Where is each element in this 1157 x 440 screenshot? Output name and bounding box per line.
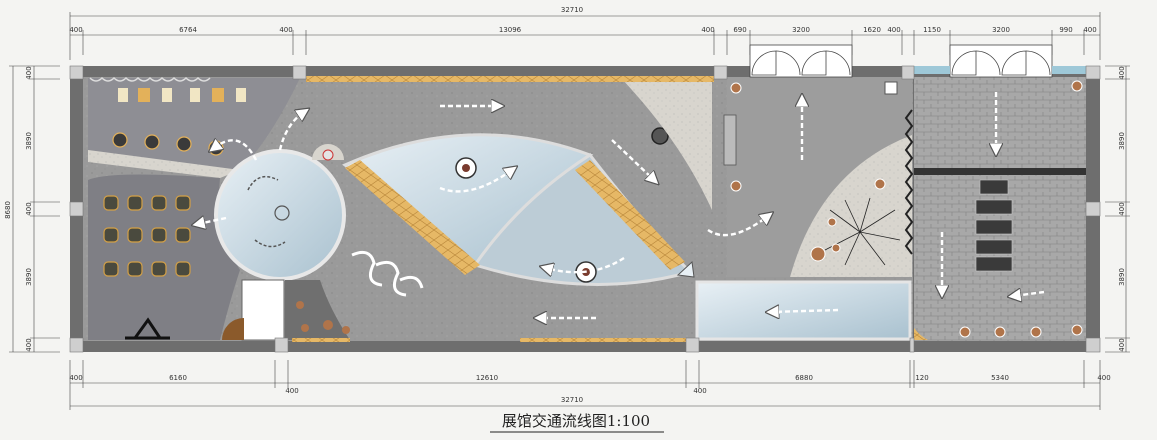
wood-bench-left bbox=[345, 160, 480, 275]
dim-left-2: 400 bbox=[25, 202, 33, 215]
dim-top-5: 690 bbox=[733, 26, 746, 34]
door-arc bbox=[222, 318, 244, 340]
bottom-dimensions bbox=[69, 360, 1101, 410]
right-dimensions bbox=[1105, 65, 1130, 353]
dim-top-10: 3200 bbox=[992, 26, 1010, 34]
dim-bottom-4: 400 bbox=[693, 387, 706, 395]
top-segment-labels: 400 6764 400 13096 400 690 3200 1620 400… bbox=[69, 26, 1096, 34]
dim-left-total: 8680 bbox=[4, 201, 12, 219]
dim-top-2: 400 bbox=[279, 26, 292, 34]
entrance-doors-right bbox=[949, 44, 1053, 78]
cinema-seats bbox=[103, 195, 191, 277]
dim-bottom-3: 12610 bbox=[476, 374, 498, 382]
dim-top-8: 400 bbox=[887, 26, 900, 34]
dim-bottom-0: 400 bbox=[69, 374, 82, 382]
dim-top-3: 13096 bbox=[499, 26, 522, 34]
dim-right-4: 400 bbox=[1118, 338, 1126, 351]
dim-bottom-8: 400 bbox=[1097, 374, 1110, 382]
dim-bottom-1: 6160 bbox=[169, 374, 187, 382]
light-panels bbox=[118, 88, 246, 102]
entrance-doors-left bbox=[749, 44, 853, 78]
dim-top-12: 400 bbox=[1083, 26, 1096, 34]
dim-left-1: 3890 bbox=[25, 132, 33, 150]
dim-left-0: 400 bbox=[25, 66, 33, 79]
glass-triangle bbox=[676, 260, 695, 278]
diagonal-terrazzo-wall bbox=[620, 77, 712, 210]
bottom-wood-edge-left bbox=[292, 338, 350, 342]
dim-top-6: 3200 bbox=[792, 26, 810, 34]
left-dimensions bbox=[9, 65, 60, 353]
dim-bottom-6: 120 bbox=[915, 374, 928, 382]
glass-strip-left bbox=[914, 66, 950, 74]
right-hall-divider bbox=[914, 168, 1086, 175]
lower-left-props bbox=[296, 301, 350, 334]
dim-right-0: 400 bbox=[1118, 66, 1126, 79]
top-dimensions bbox=[69, 12, 1101, 60]
dim-top-1: 6764 bbox=[179, 26, 197, 34]
dim-overall-bottom: 32710 bbox=[561, 396, 583, 404]
right-hall-props bbox=[959, 80, 1083, 338]
dim-overall-top: 32710 bbox=[561, 6, 583, 14]
dim-top-11: 990 bbox=[1059, 26, 1072, 34]
bottom-segment-labels: 400 6160 400 12610 400 6880 120 5340 400 bbox=[69, 374, 1110, 395]
dim-right-3: 3890 bbox=[1118, 268, 1126, 286]
display-turntables bbox=[455, 127, 669, 283]
top-wood-edge bbox=[306, 76, 714, 82]
dim-top-9: 1150 bbox=[923, 26, 941, 34]
display-plinths bbox=[975, 179, 1013, 272]
curtain-edge bbox=[89, 76, 211, 82]
bottom-wood-edge bbox=[520, 338, 690, 342]
dim-bottom-2: 400 bbox=[285, 387, 298, 395]
wall-columns bbox=[69, 65, 1101, 353]
entrance-props bbox=[730, 82, 886, 262]
round-glass-pod bbox=[214, 149, 346, 281]
wood-bench-right bbox=[575, 160, 685, 270]
dim-right-1: 3890 bbox=[1118, 132, 1126, 150]
dim-bottom-5: 6880 bbox=[795, 374, 813, 382]
lower-left-terrazzo bbox=[285, 280, 350, 340]
dim-top-4: 400 bbox=[701, 26, 714, 34]
dim-right-2: 400 bbox=[1118, 202, 1126, 215]
small-room bbox=[241, 279, 285, 341]
glass-strip-right bbox=[1052, 66, 1086, 74]
screen-stand-icon bbox=[125, 317, 170, 340]
entrance-terrazzo-wedge bbox=[790, 135, 912, 277]
wood-corner-left bbox=[914, 328, 928, 340]
dim-left-3: 3890 bbox=[25, 268, 33, 286]
dim-top-7: 1620 bbox=[863, 26, 881, 34]
spotlight-lines bbox=[824, 197, 901, 266]
diagram-title: 展馆交通流线图1:100 bbox=[502, 412, 650, 430]
terrazzo-band-top bbox=[88, 150, 240, 178]
dim-bottom-7: 5340 bbox=[991, 374, 1009, 382]
dim-left-4: 400 bbox=[25, 338, 33, 351]
dim-top-0: 400 bbox=[69, 26, 82, 34]
zigzag-wall bbox=[904, 109, 914, 255]
flow-arrows bbox=[198, 92, 1045, 318]
